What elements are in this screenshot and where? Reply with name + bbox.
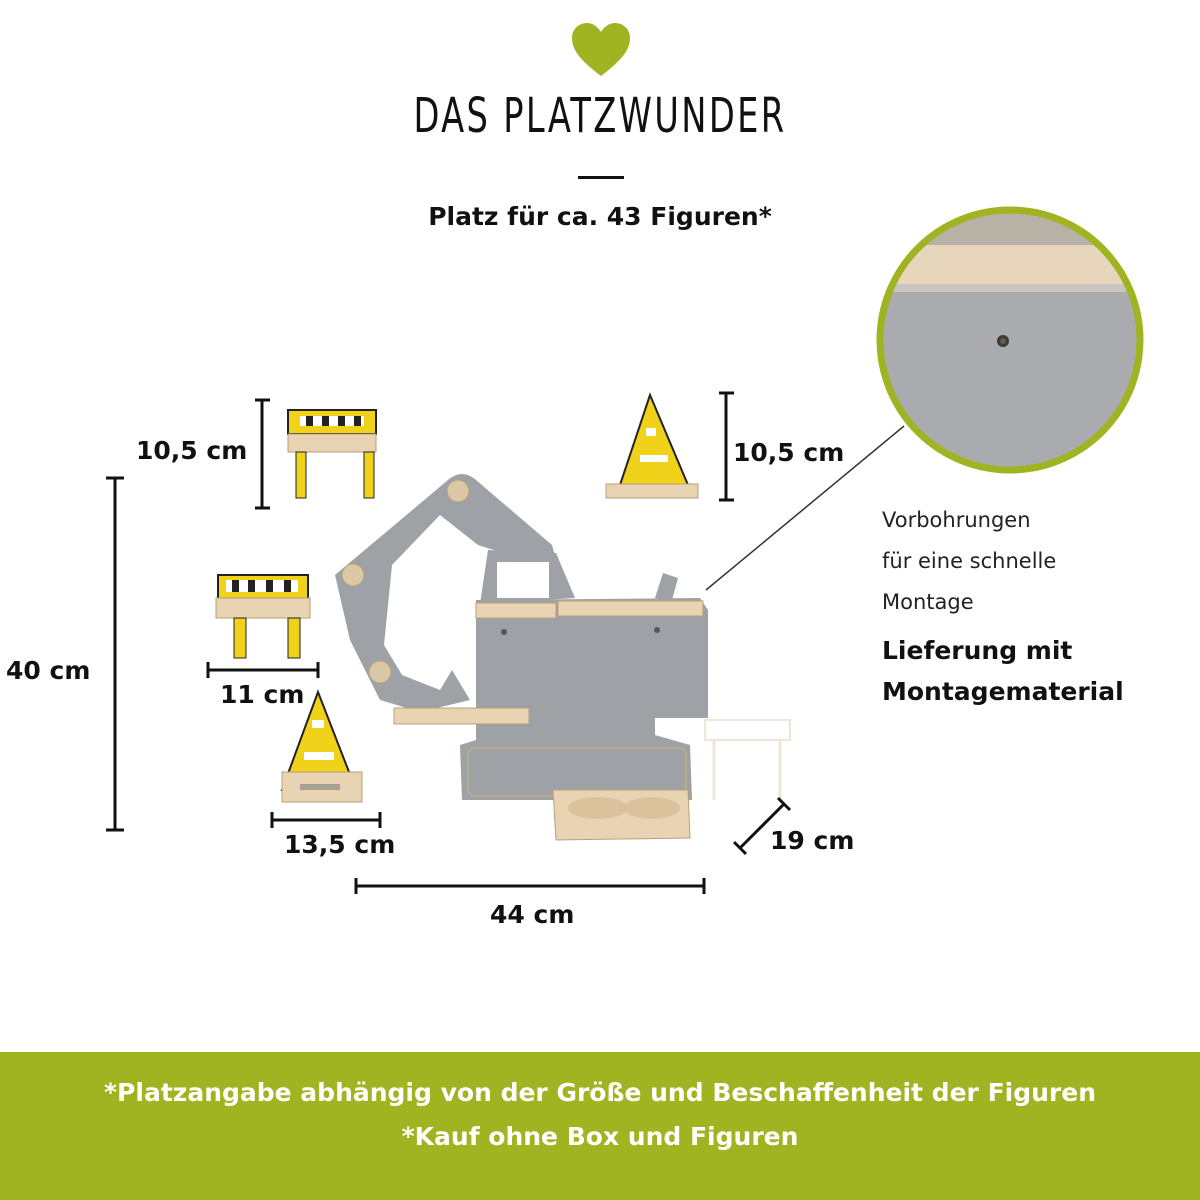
page-subtitle: Platz für ca. 43 Figuren* [428, 202, 772, 231]
delivery-note-line-2: Montagematerial [882, 677, 1124, 706]
callout-leader [705, 425, 905, 591]
dimension-lines [106, 391, 792, 894]
callout-line-3: Montage [882, 590, 974, 614]
footer-note-2: *Kauf ohne Box und Figuren [401, 1122, 799, 1151]
zoom-detail [880, 210, 1140, 470]
footer-banner [0, 1052, 1200, 1200]
total-width-label: 44 cm [490, 900, 575, 929]
page-title: DAS PLATZWUNDER [413, 88, 787, 144]
barrier-height-label: 10,5 cm [136, 436, 248, 465]
barrier-width-label: 11 cm [220, 680, 305, 709]
heart-icon [572, 23, 630, 76]
callout-text: Vorbohrungen für eine schnelle Montage [882, 500, 1056, 623]
cone-sign-top [605, 392, 699, 499]
delivery-note: Lieferung mit Montagematerial [882, 630, 1124, 712]
excavator-shelf [335, 474, 791, 841]
zoom-ring [876, 206, 1144, 474]
depth-label: 19 cm [770, 826, 855, 855]
cone-height-label: 10,5 cm [733, 438, 845, 467]
callout-line-1: Vorbohrungen [882, 508, 1031, 532]
cone-width-label: 13,5 cm [284, 830, 396, 859]
cone-sign-bottom [280, 689, 363, 803]
product-illustration [106, 206, 1144, 894]
callout-line-2: für eine schnelle [882, 549, 1057, 573]
footer-note-1: *Platzangabe abhängig von der Größe und … [103, 1078, 1096, 1107]
barrier-sign-middle [215, 574, 311, 659]
barrier-sign-top [287, 409, 377, 499]
total-height-label: 40 cm [6, 656, 91, 685]
delivery-note-line-1: Lieferung mit [882, 636, 1073, 665]
title-divider [578, 176, 624, 179]
